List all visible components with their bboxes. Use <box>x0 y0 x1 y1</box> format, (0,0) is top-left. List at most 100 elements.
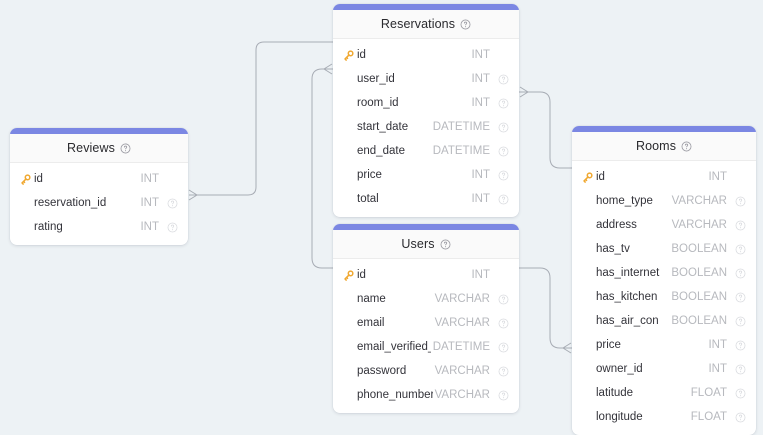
field-name: name <box>357 293 386 305</box>
question-circle-icon[interactable] <box>732 244 748 255</box>
field-name: rating <box>34 221 63 233</box>
question-circle-icon[interactable] <box>120 143 131 154</box>
field-type: FLOAT <box>690 387 727 399</box>
question-circle-icon[interactable] <box>732 388 748 399</box>
table-accent-bar <box>333 224 519 230</box>
question-circle-icon[interactable] <box>495 74 511 85</box>
field-type: BOOLEAN <box>671 243 727 255</box>
question-circle-icon[interactable] <box>732 196 748 207</box>
table-row[interactable]: email_verified_atDATETIME <box>333 335 519 359</box>
field-type: INT <box>471 97 490 109</box>
question-circle-icon[interactable] <box>495 294 511 305</box>
question-circle-icon[interactable] <box>495 366 511 377</box>
table-header-reservations[interactable]: Reservations <box>333 10 519 39</box>
question-circle-icon[interactable] <box>732 364 748 375</box>
edge-reviews-reservations <box>196 41 333 196</box>
question-circle-icon[interactable] <box>495 98 511 109</box>
question-circle-icon[interactable] <box>495 170 511 181</box>
field-name: room_id <box>357 97 399 109</box>
question-circle-icon[interactable] <box>732 268 748 279</box>
table-row[interactable]: has_internet BOOLEAN <box>572 261 756 285</box>
field-type: DATETIME <box>432 341 490 353</box>
question-circle-icon[interactable] <box>732 316 748 327</box>
field-type: BOOLEAN <box>671 267 727 279</box>
field-type: INT <box>471 169 490 181</box>
field-type: BOOLEAN <box>671 291 727 303</box>
field-type: VARCHAR <box>434 365 490 377</box>
field-info-placeholder <box>164 174 180 185</box>
question-circle-icon[interactable] <box>495 390 511 401</box>
question-circle-icon[interactable] <box>681 141 692 152</box>
field-name: id <box>34 173 43 185</box>
field-name: has_tv <box>596 243 630 255</box>
field-name: has_internet <box>596 267 660 279</box>
field-name: id <box>596 171 605 183</box>
table-row[interactable]: has_tv BOOLEAN <box>572 237 756 261</box>
field-name: longitude <box>596 411 643 423</box>
table-header-rooms[interactable]: Rooms <box>572 132 756 161</box>
field-type: VARCHAR <box>434 317 490 329</box>
question-circle-icon[interactable] <box>460 19 471 30</box>
field-type: INT <box>140 197 159 209</box>
table-header-reviews[interactable]: Reviews <box>10 134 188 163</box>
table-title: Reservations <box>380 17 456 31</box>
question-circle-icon[interactable] <box>495 146 511 157</box>
question-circle-icon[interactable] <box>495 194 511 205</box>
field-name: id <box>357 269 366 281</box>
question-circle-icon[interactable] <box>732 412 748 423</box>
field-name: end_date <box>357 145 405 157</box>
question-circle-icon[interactable] <box>164 198 180 209</box>
question-circle-icon[interactable] <box>495 342 511 353</box>
field-name: user_id <box>357 73 395 85</box>
table-row[interactable]: longitude FLOAT <box>572 405 756 429</box>
key-icon <box>343 49 357 61</box>
marker-crowfoot-reservations-room <box>519 86 529 98</box>
question-circle-icon[interactable] <box>164 222 180 233</box>
field-type: INT <box>471 49 490 61</box>
question-circle-icon[interactable] <box>732 340 748 351</box>
field-type: FLOAT <box>690 411 727 423</box>
table-title: Reviews <box>67 141 115 155</box>
table-title: Users <box>401 237 435 251</box>
question-circle-icon[interactable] <box>732 220 748 231</box>
table-header-users[interactable]: Users <box>333 230 519 259</box>
question-circle-icon[interactable] <box>440 239 451 250</box>
edge-reservations-rooms <box>519 91 572 169</box>
key-icon <box>343 269 357 281</box>
question-circle-icon[interactable] <box>495 318 511 329</box>
question-circle-icon[interactable] <box>732 292 748 303</box>
table-accent-bar <box>10 128 188 134</box>
field-type: BOOLEAN <box>671 315 727 327</box>
question-circle-icon[interactable] <box>495 122 511 133</box>
table-row[interactable]: room_id INT <box>333 91 519 115</box>
